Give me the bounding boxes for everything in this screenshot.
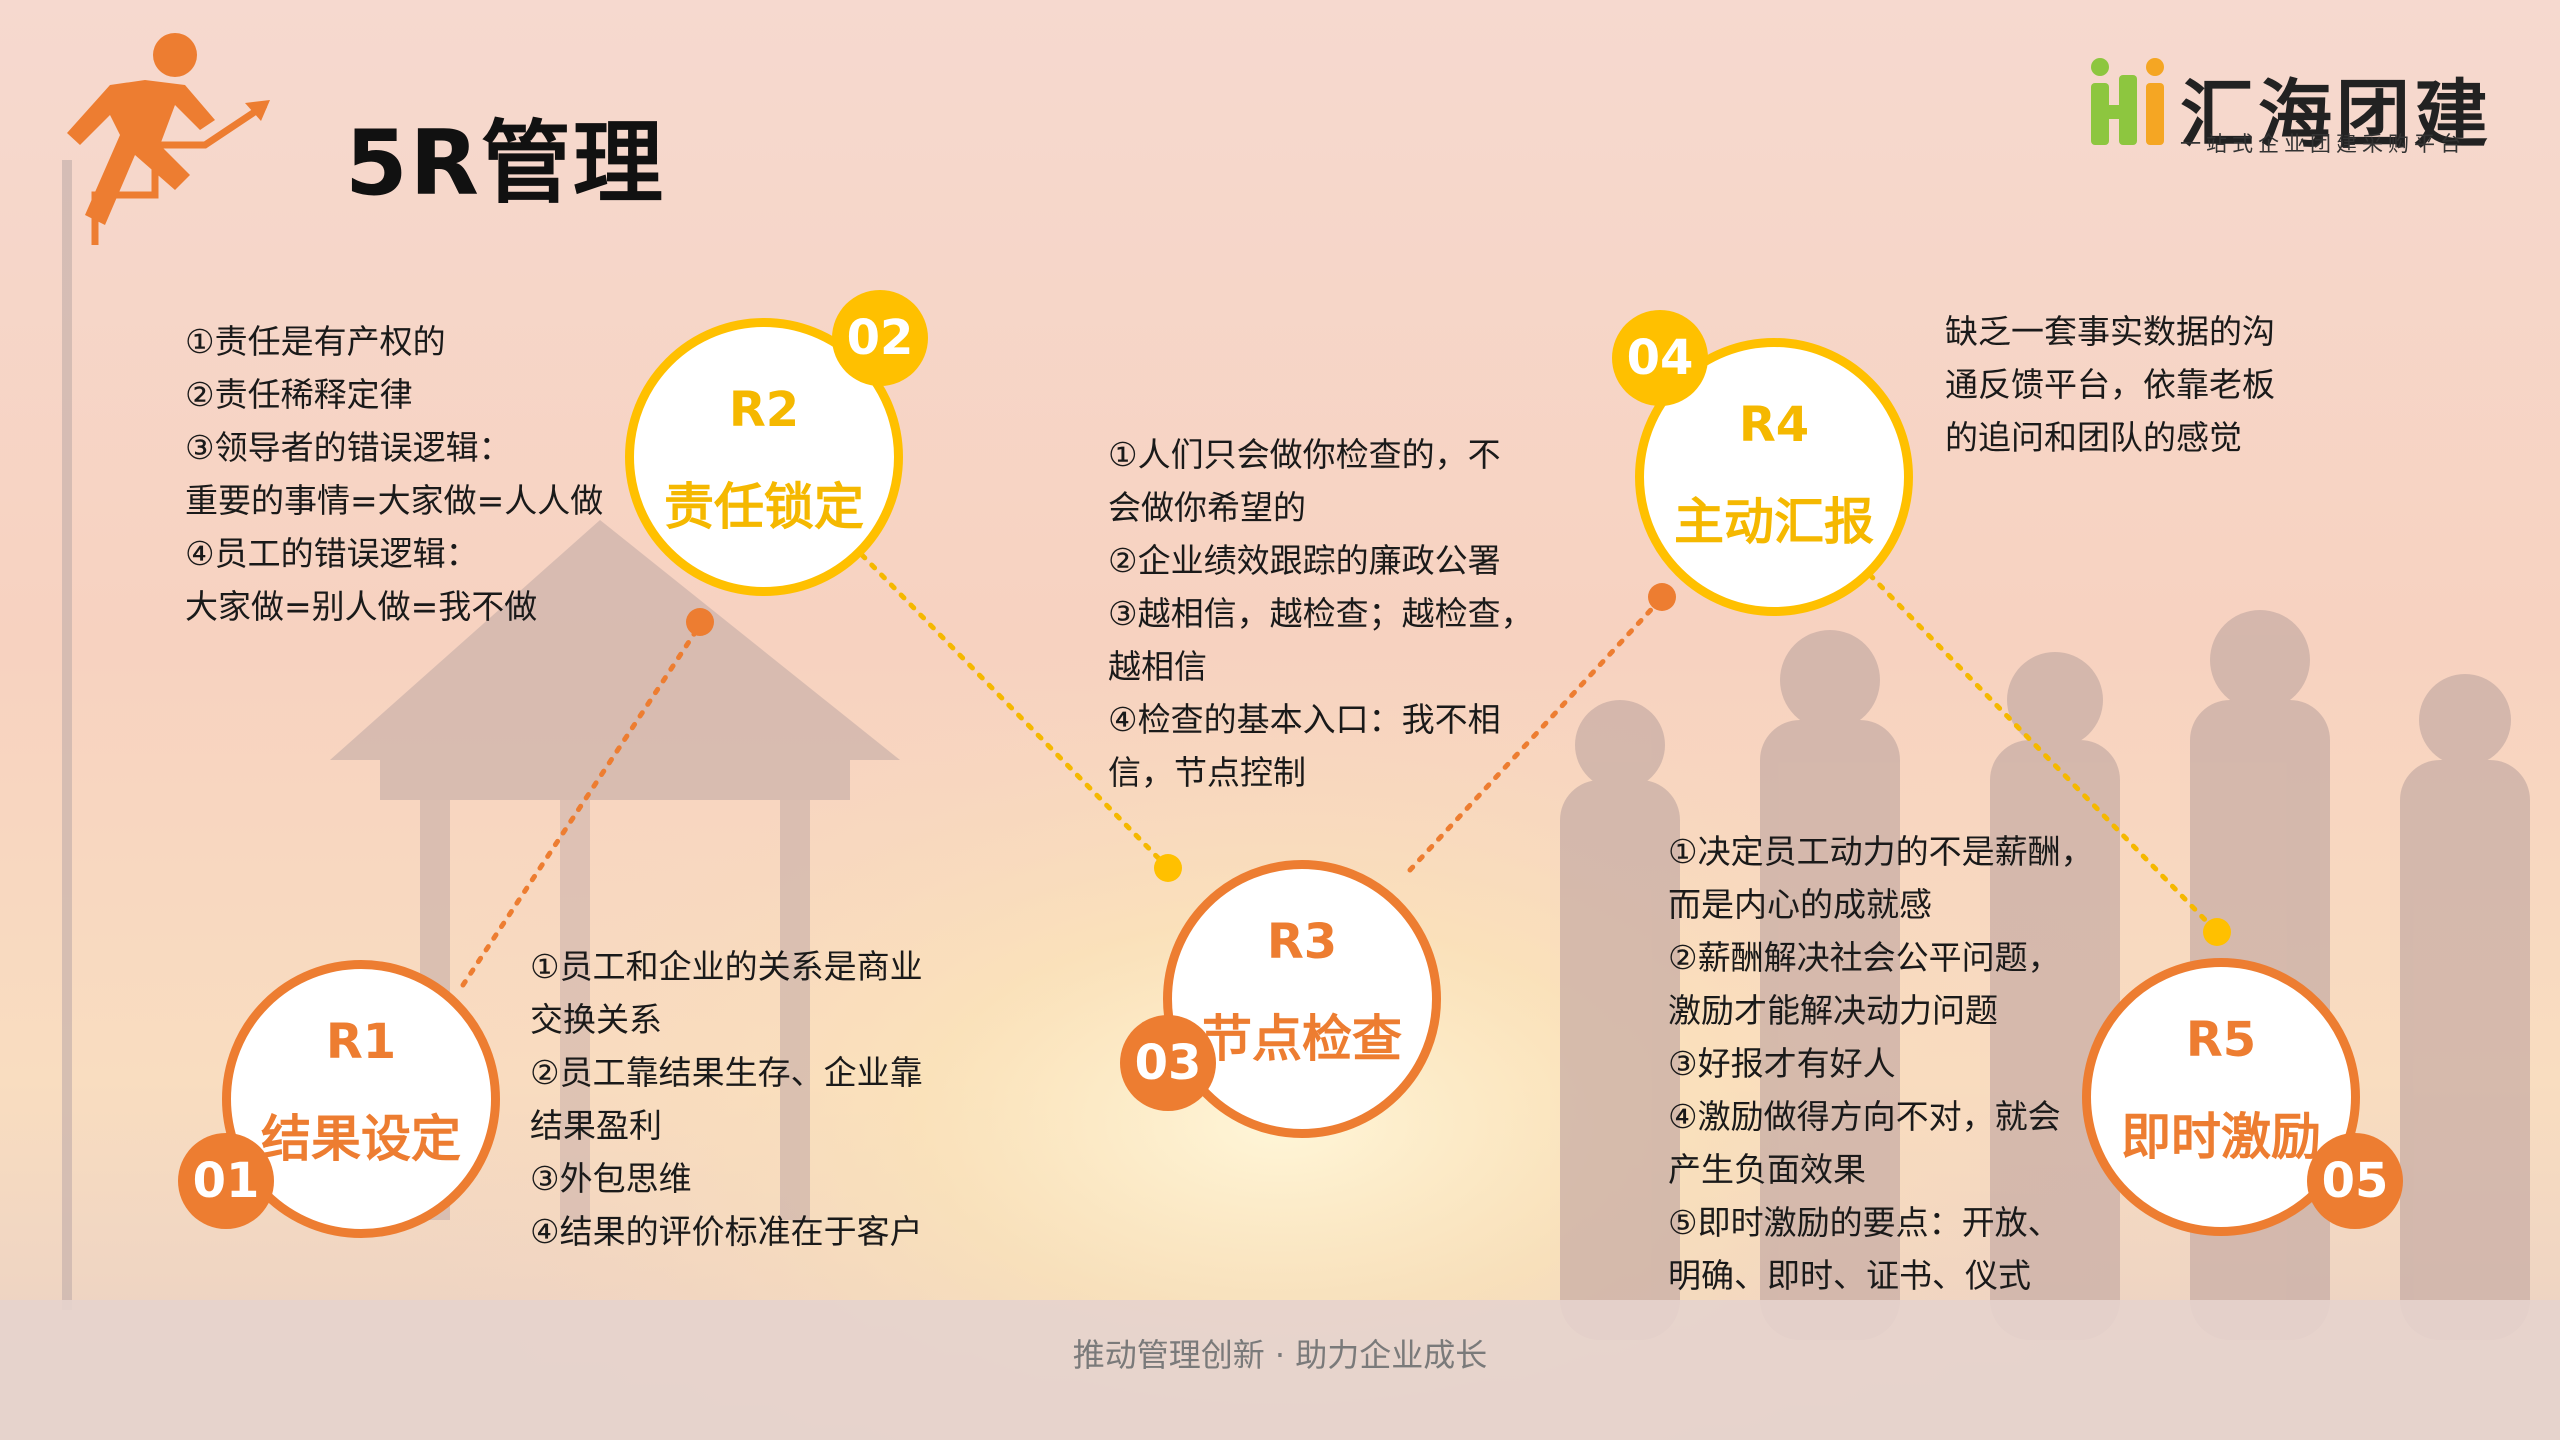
- step-code: R2: [728, 382, 800, 438]
- runner-stairs-icon: [67, 33, 270, 245]
- logo-icon: [2091, 58, 2164, 145]
- dot-r1: [686, 608, 714, 636]
- step-text-r2: ①责任是有产权的 ②责任稀释定律 ③领导者的错误逻辑： 重要的事情=大家做=人人…: [185, 322, 604, 626]
- logo-name: 汇海团建: [2180, 72, 2492, 158]
- connector-r2-r3: [859, 552, 1171, 871]
- step-circle-r2: R2 责任锁定: [625, 318, 903, 596]
- connector-r4-r5: [1867, 572, 2218, 933]
- connector-r3-r4: [1407, 597, 1663, 873]
- footer-slogan: 推动管理创新 · 助力企业成长: [1072, 1336, 1488, 1374]
- step-text-r4: 缺乏一套事实数据的沟 通反馈平台，依靠老板 的追问和团队的感觉: [1945, 312, 2275, 457]
- step-text-r1: ①员工和企业的关系是商业 交换关系 ②员工靠结果生存、企业靠 结果盈利 ③外包思…: [530, 947, 923, 1251]
- dot-r5: [2203, 918, 2231, 946]
- step-code: R4: [1738, 397, 1810, 453]
- step-text-r5: ①决定员工动力的不是薪酬， 而是内心的成就感 ②薪酬解决社会公平问题， 激励才能…: [1668, 832, 2094, 1295]
- page-title: 5R管理: [345, 111, 665, 216]
- step-circle-r3: R3 节点检查: [1163, 860, 1441, 1138]
- step-name: 即时激励: [2121, 1108, 2321, 1166]
- step-badge-02: 02: [832, 290, 928, 386]
- step-name: 节点检查: [1202, 1010, 1402, 1068]
- step-badge-05: 05: [2307, 1133, 2403, 1229]
- step-code: R3: [1266, 914, 1338, 970]
- step-text-r3: ①人们只会做你检查的，不 会做你希望的 ②企业绩效跟踪的廉政公署 ③越相信，越检…: [1108, 435, 1534, 792]
- step-name: 结果设定: [261, 1110, 461, 1168]
- step-badge-04: 04: [1612, 310, 1708, 406]
- step-badge-03: 03: [1120, 1015, 1216, 1111]
- step-name: 主动汇报: [1674, 493, 1874, 551]
- dot-r3: [1154, 854, 1182, 882]
- step-name: 责任锁定: [664, 478, 864, 536]
- step-badge-01: 01: [178, 1133, 274, 1229]
- connector-r1-r2: [460, 622, 703, 988]
- step-code: R5: [2185, 1012, 2257, 1068]
- logo-tagline: 一站式企业团建采购平台: [2180, 132, 2466, 156]
- step-code: R1: [325, 1014, 397, 1070]
- dot-r4: [1648, 583, 1676, 611]
